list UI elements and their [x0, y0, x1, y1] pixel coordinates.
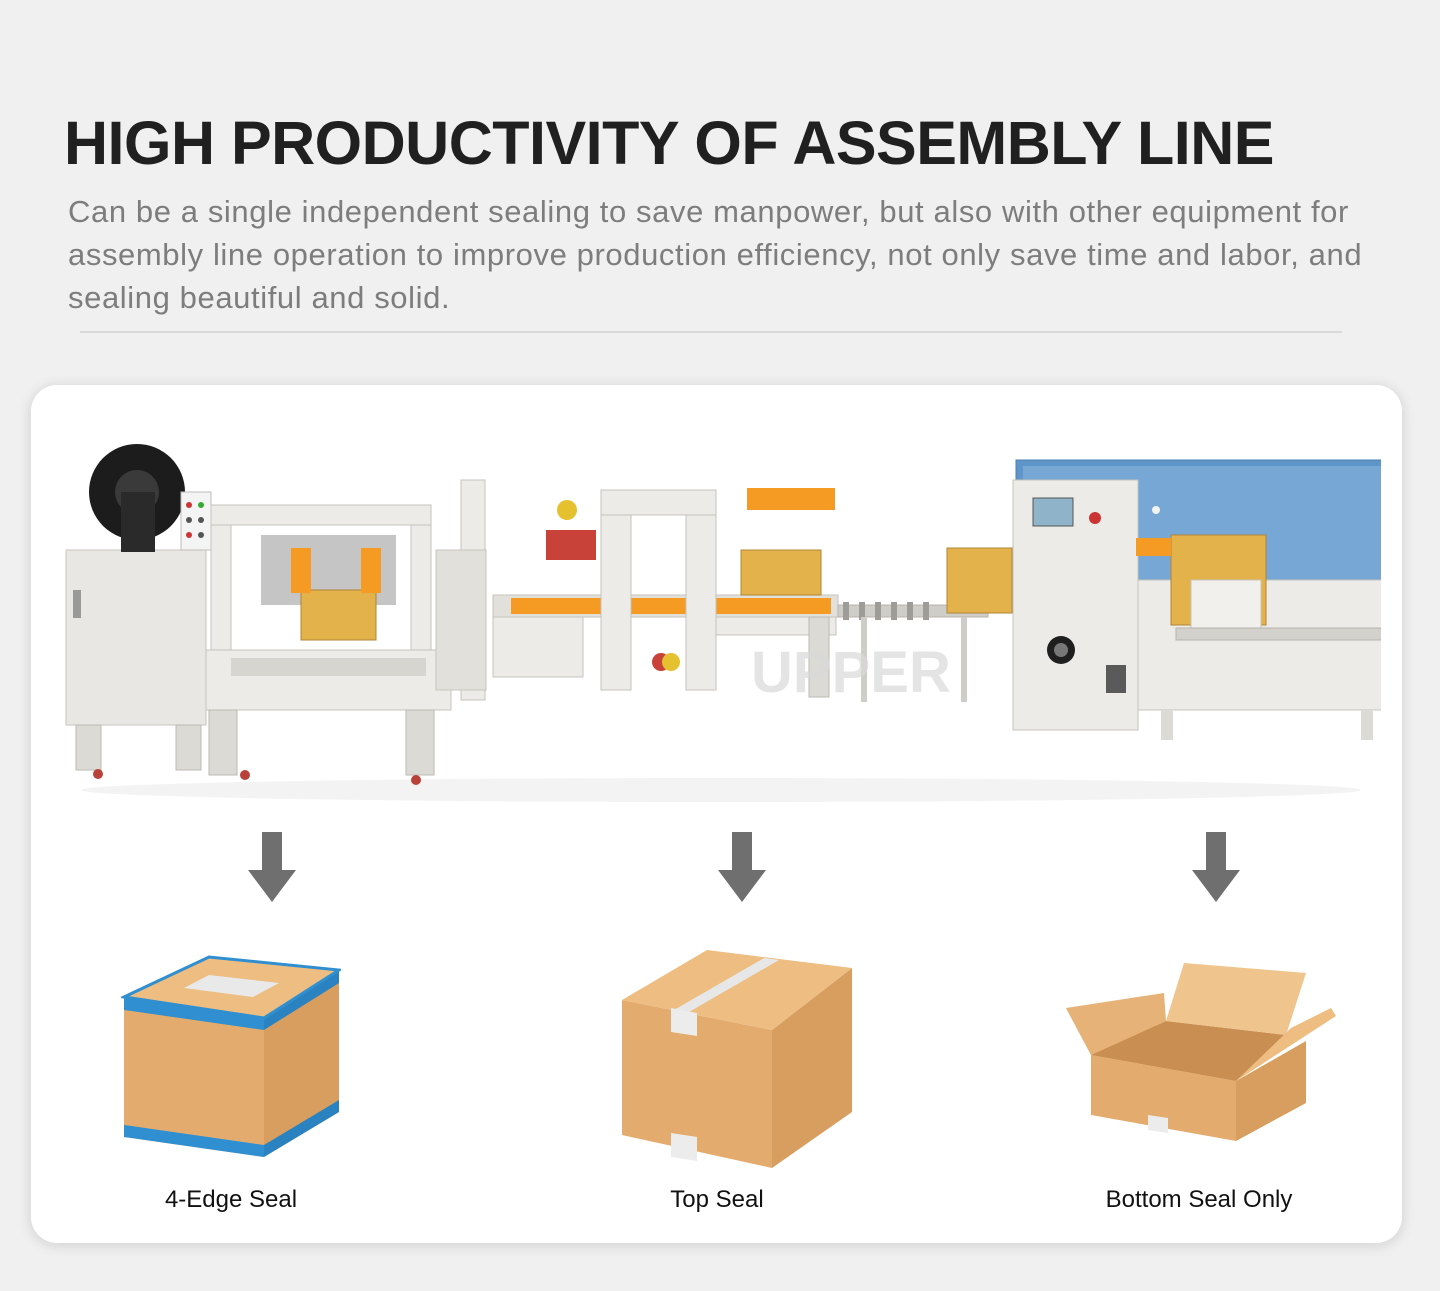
top-sealed-box-icon: [622, 950, 852, 1168]
seal-type-label: 4-Edge Seal: [164, 1186, 298, 1213]
assembly-line-illustration: UPPER: [65, 444, 1381, 802]
header-divider: [80, 331, 1342, 333]
bottom-sealed-open-box-icon: [1066, 963, 1336, 1141]
seal-type-label: Bottom Seal Only: [1105, 1186, 1293, 1213]
watermark-text: UPPER: [751, 640, 951, 705]
down-arrow-icon: [718, 832, 766, 902]
page-description: Can be a single independent sealing to s…: [68, 194, 1363, 315]
four-edge-sealed-box-icon: [121, 955, 341, 1157]
page-title: HIGH PRODUCTIVITY OF ASSEMBLY LINE: [64, 109, 1274, 177]
assembly-line-card: UPPER: [31, 385, 1402, 1243]
down-arrow-icon: [248, 832, 296, 902]
seal-type-label: Top Seal: [670, 1186, 764, 1213]
down-arrow-icon: [1192, 832, 1240, 902]
